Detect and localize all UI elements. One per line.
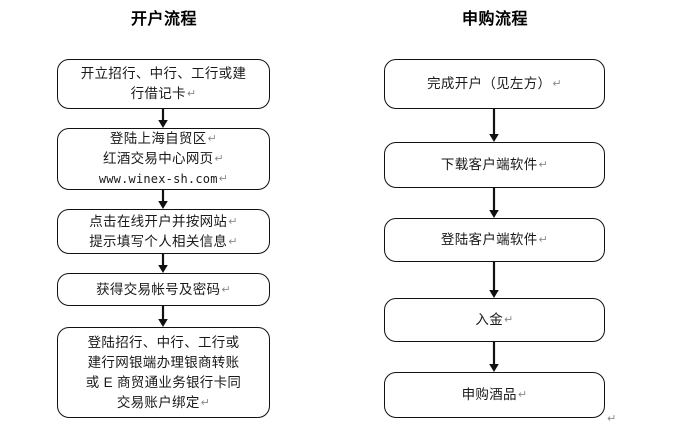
- node-label-download-client-software: 下载客户端软件↵: [440, 157, 549, 172]
- return-mark: ↵: [207, 132, 218, 145]
- node-label-subscribe-wine-products: 申购酒品↵: [461, 387, 528, 402]
- node-subscribe-wine-products[interactable]: 申购酒品↵: [384, 372, 605, 418]
- connector-subscription-arrow-3: [486, 262, 502, 298]
- node-get-account-and-password[interactable]: 获得交易帐号及密码↵: [57, 273, 270, 306]
- return-mark: ↵: [552, 77, 562, 90]
- connector-subscription-arrow-1: [486, 109, 502, 142]
- node-download-client-software[interactable]: 下载客户端软件↵: [384, 142, 605, 188]
- return-mark: ↵: [218, 172, 229, 185]
- node-deposit-funds[interactable]: 入金↵: [384, 298, 605, 342]
- node-label-get-account-and-password: 获得交易帐号及密码↵: [96, 281, 231, 297]
- column-title-subscription: 申购流程: [461, 11, 528, 28]
- connector-account-opening-arrow-3: [155, 254, 171, 273]
- connector-account-opening-arrow-4: [155, 306, 171, 327]
- node-label-click-online-open-account: 点击在线开户并按网站↵提示填写个人相关信息↵: [89, 213, 238, 249]
- node-complete-account-opening[interactable]: 完成开户（见左方）↵: [384, 59, 605, 109]
- return-mark: ↵: [214, 152, 224, 165]
- return-mark: ↵: [517, 388, 528, 401]
- node-bank-transfer-binding[interactable]: 登陆招行、中行、工行或建行网银端办理银商转账或 E 商贸通业务银行卡同交易账户绑…: [57, 327, 270, 418]
- connector-account-opening-arrow-1: [155, 109, 171, 128]
- return-mark: ↵: [221, 282, 231, 296]
- return-mark: ↵: [538, 233, 549, 246]
- return-mark: ↵: [186, 87, 197, 100]
- node-login-winex-site[interactable]: 登陆上海自贸区↵红酒交易中心网页↵www.winex-sh.com↵: [57, 128, 270, 190]
- node-label-login-winex-site: 登陆上海自贸区↵红酒交易中心网页↵www.winex-sh.com↵: [98, 131, 229, 186]
- return-mark: ↵: [504, 313, 514, 326]
- node-open-debit-card[interactable]: 开立招行、中行、工行或建行借记卡↵: [57, 59, 270, 109]
- node-label-deposit-funds: 入金↵: [475, 312, 514, 327]
- node-label-complete-account-opening: 完成开户（见左方）↵: [427, 76, 562, 91]
- connector-subscription-arrow-2: [486, 188, 502, 218]
- node-label-open-debit-card: 开立招行、中行、工行或建行借记卡↵: [80, 66, 247, 101]
- connector-subscription-arrow-4: [486, 342, 502, 372]
- return-mark: ↵: [228, 234, 238, 248]
- connector-account-opening-arrow-2: [155, 190, 171, 209]
- node-label-login-client-software: 登陆客户端软件↵: [440, 232, 549, 247]
- return-mark: ↵: [228, 214, 238, 228]
- node-click-online-open-account[interactable]: 点击在线开户并按网站↵提示填写个人相关信息↵: [57, 209, 270, 254]
- node-login-client-software[interactable]: 登陆客户端软件↵: [384, 218, 605, 262]
- column-title-account-opening: 开户流程: [130, 11, 197, 28]
- return-mark: ↵: [538, 158, 549, 171]
- document-end-return: ↵: [607, 412, 617, 425]
- node-label-bank-transfer-binding: 登陆招行、中行、工行或建行网银端办理银商转账或 E 商贸通业务银行卡同交易账户绑…: [85, 334, 242, 410]
- return-mark: ↵: [200, 395, 211, 409]
